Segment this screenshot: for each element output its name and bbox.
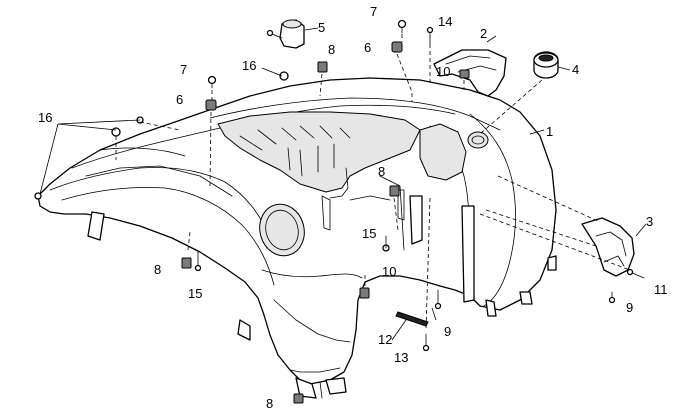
- callout-9: 9: [444, 324, 451, 339]
- callout-3: 3: [646, 214, 653, 229]
- callout-2: 2: [480, 26, 487, 41]
- callout-8: 8: [154, 262, 161, 277]
- side-panel: [581, 217, 635, 277]
- fuel-cap: [533, 51, 559, 79]
- leader-lines: [39, 27, 647, 341]
- callout-8: 8: [266, 396, 273, 411]
- callout-10: 10: [382, 264, 396, 279]
- callout-6: 6: [176, 92, 183, 107]
- rear-fender-body: [37, 77, 557, 399]
- callout-6: 6: [364, 40, 371, 55]
- callout-9: 9: [626, 300, 633, 315]
- callout-8: 8: [378, 164, 385, 179]
- callout-15: 15: [188, 286, 202, 301]
- callout-7: 7: [370, 4, 377, 19]
- callout-1: 1: [546, 124, 553, 139]
- callout-11: 11: [654, 282, 668, 297]
- assembly-lines: [115, 34, 631, 331]
- callout-13: 13: [394, 350, 408, 365]
- grab-handle: [433, 49, 507, 97]
- callout-5: 5: [318, 20, 325, 35]
- callout-16: 16: [38, 110, 52, 125]
- callout-8: 8: [328, 42, 335, 57]
- callout-14: 14: [438, 14, 452, 29]
- switch-part: [266, 19, 305, 49]
- callout-labels: 1 2 3 4 5 6 6 7 7 8 8 8 8 9 9 10 10 11 1…: [38, 4, 668, 411]
- callout-4: 4: [572, 62, 579, 77]
- callout-10: 10: [436, 64, 450, 79]
- callout-7: 7: [180, 62, 187, 77]
- callout-15: 15: [362, 226, 376, 241]
- fasteners: [34, 19, 645, 404]
- callout-12: 12: [378, 332, 392, 347]
- callout-16: 16: [242, 58, 256, 73]
